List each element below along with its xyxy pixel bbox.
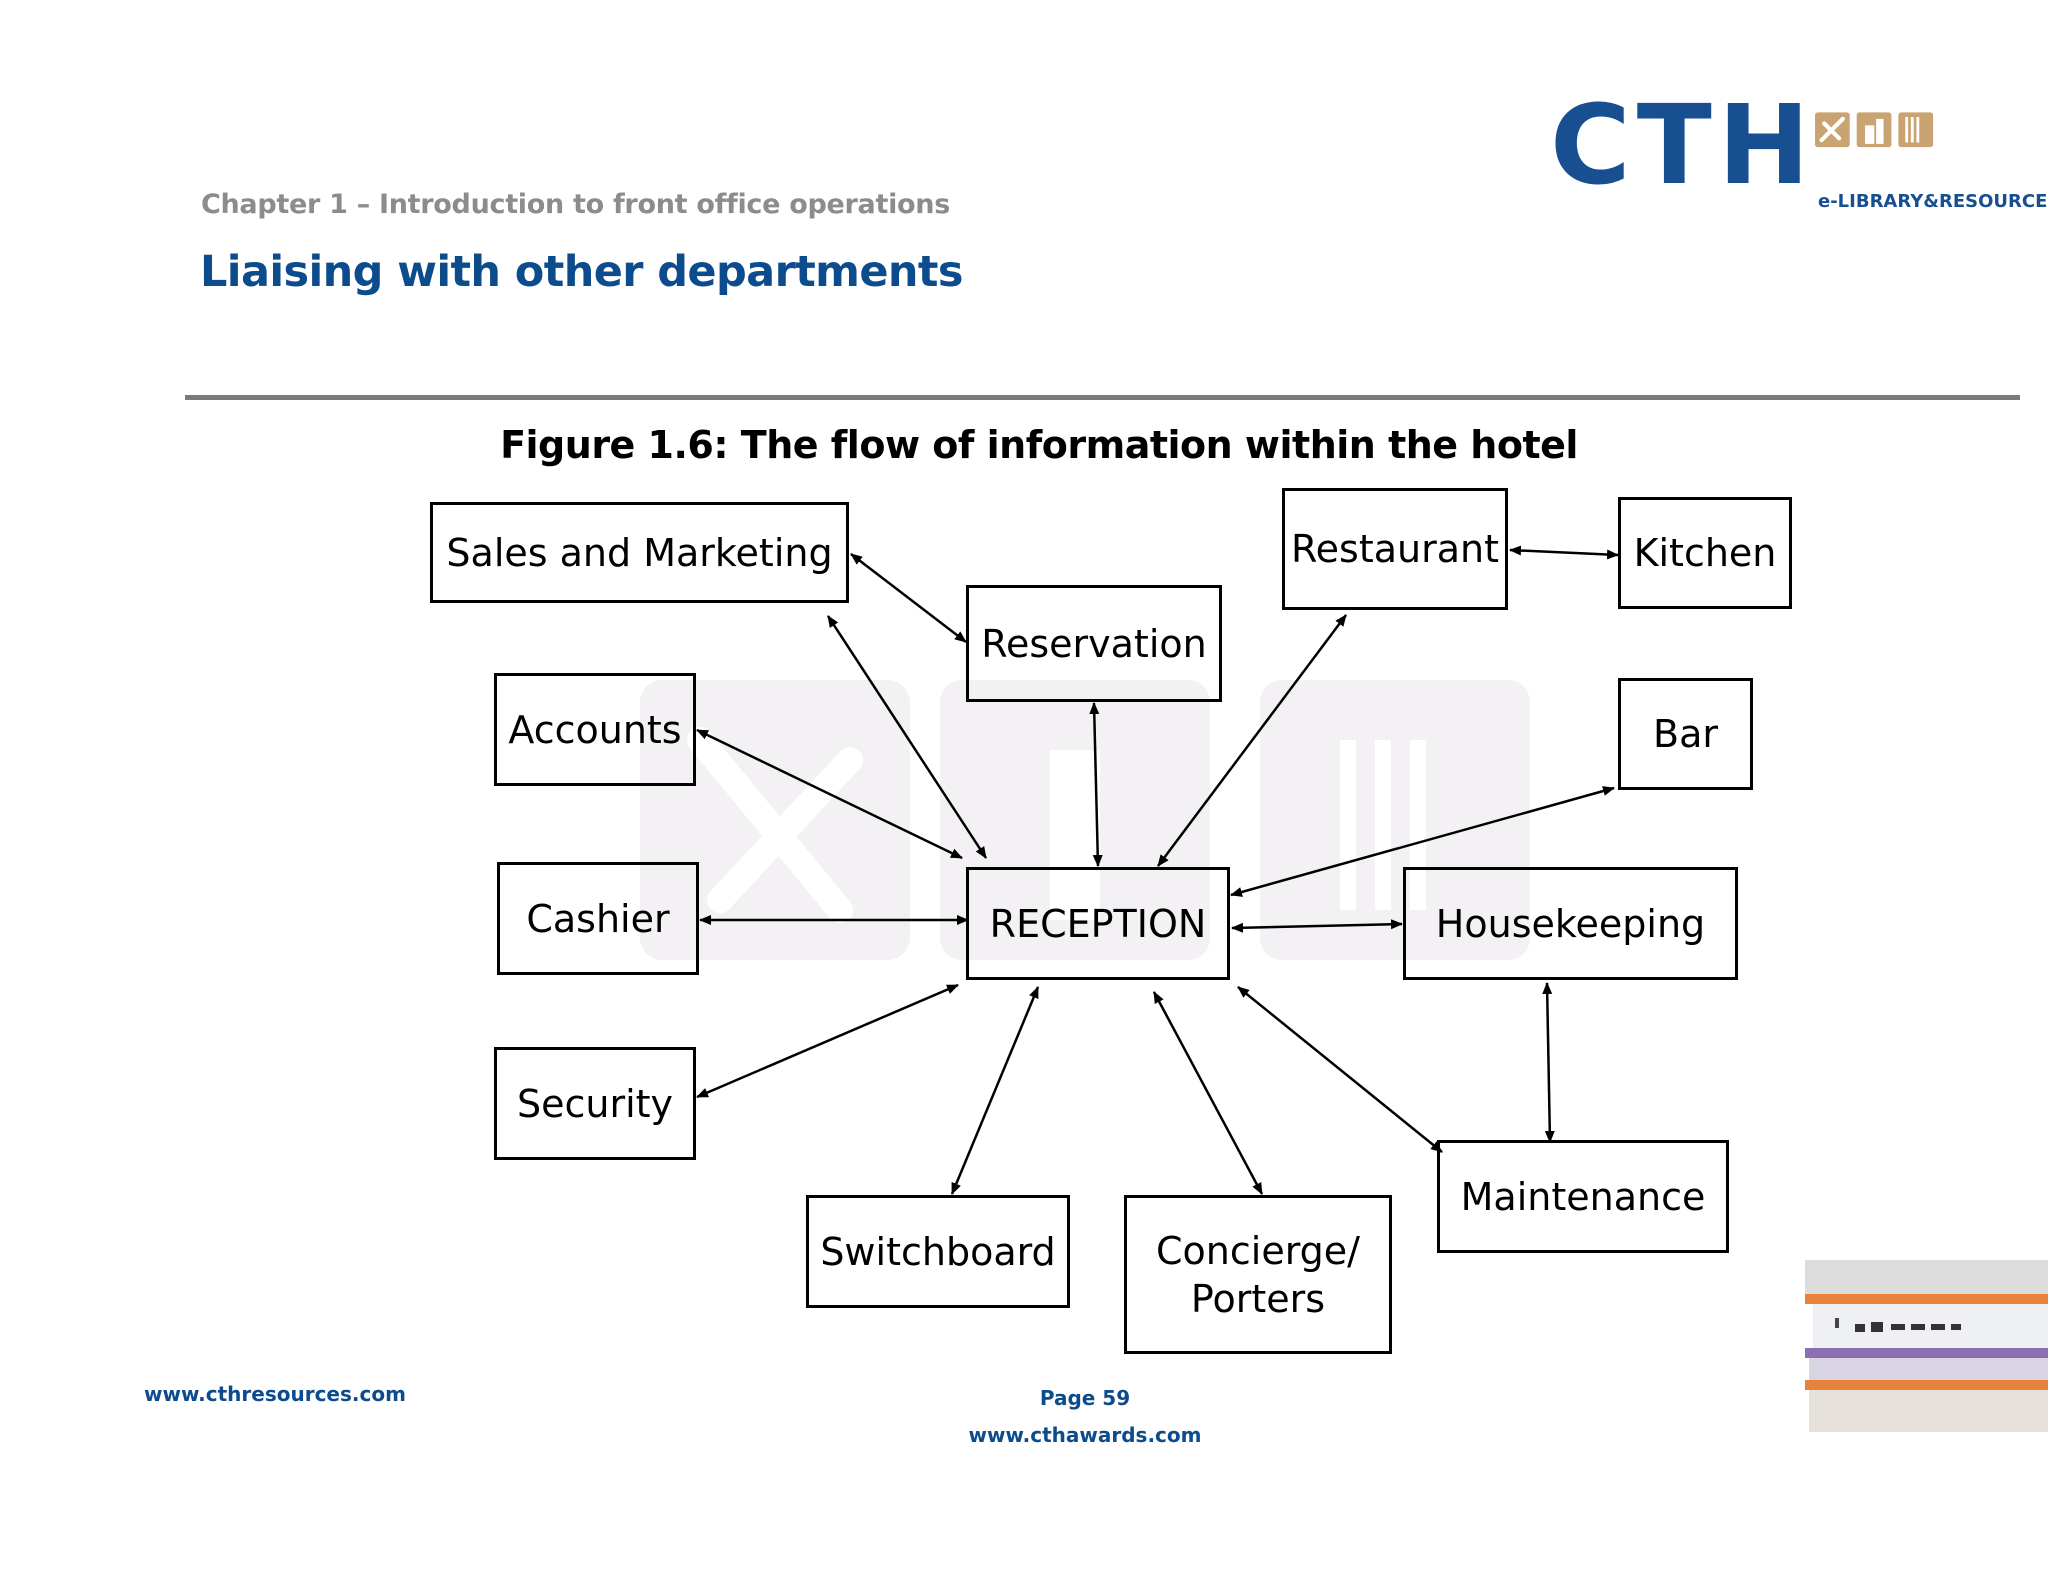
node-security: Security bbox=[494, 1047, 696, 1160]
node-sales-and-marketing: Sales and Marketing bbox=[430, 502, 849, 603]
arrow-maintenance-reception bbox=[1237, 986, 1443, 1153]
logo-icons bbox=[1815, 112, 1934, 148]
node-switchboard: Switchboard bbox=[806, 1195, 1070, 1308]
arrow-restaurant-kitchen bbox=[1509, 545, 1619, 560]
arrow-sales-reception bbox=[826, 615, 988, 859]
footer-awards-link[interactable]: www.cthawards.com bbox=[968, 1423, 1202, 1447]
footer-resources-link[interactable]: www.cthresources.com bbox=[144, 1382, 406, 1406]
arrow-reception-housekeeping bbox=[1231, 919, 1403, 933]
node-kitchen: Kitchen bbox=[1618, 497, 1792, 609]
arrow-accounts-reception bbox=[696, 728, 963, 860]
header-divider bbox=[185, 395, 2020, 400]
page-title: Liaising with other departments bbox=[200, 247, 963, 297]
arrow-sales-reservation bbox=[850, 553, 967, 643]
logo-subtitle: e-LIBRARY&RESOURCE bbox=[1818, 191, 2048, 212]
node-housekeeping: Housekeeping bbox=[1403, 867, 1738, 980]
node-reception: RECEPTION bbox=[966, 867, 1230, 980]
node-concierge-porters: Concierge/ Porters bbox=[1124, 1195, 1392, 1354]
logo-wordmark: CTH bbox=[1550, 81, 1816, 209]
node-cashier: Cashier bbox=[497, 862, 699, 975]
node-restaurant: Restaurant bbox=[1282, 488, 1508, 610]
figure-title: Figure 1.6: The flow of information with… bbox=[500, 423, 1578, 467]
node-bar: Bar bbox=[1618, 678, 1753, 790]
arrow-reservation-reception bbox=[1089, 702, 1103, 867]
arrow-security-reception bbox=[696, 983, 959, 1099]
page-number: Page 59 bbox=[1039, 1386, 1131, 1410]
chapter-heading: Chapter 1 – Introduction to front office… bbox=[201, 189, 950, 220]
node-maintenance: Maintenance bbox=[1437, 1140, 1729, 1253]
arrow-housekeeping-maintenance bbox=[1542, 982, 1555, 1143]
arrow-concierge-reception bbox=[1152, 991, 1264, 1195]
arrow-switchboard-reception bbox=[950, 986, 1040, 1195]
book-stack-image bbox=[1805, 1260, 2048, 1432]
node-accounts: Accounts bbox=[494, 673, 696, 786]
arrow-restaurant-reception bbox=[1156, 614, 1348, 867]
arrow-bar-reception bbox=[1230, 786, 1615, 897]
node-reservation: Reservation bbox=[966, 585, 1222, 702]
